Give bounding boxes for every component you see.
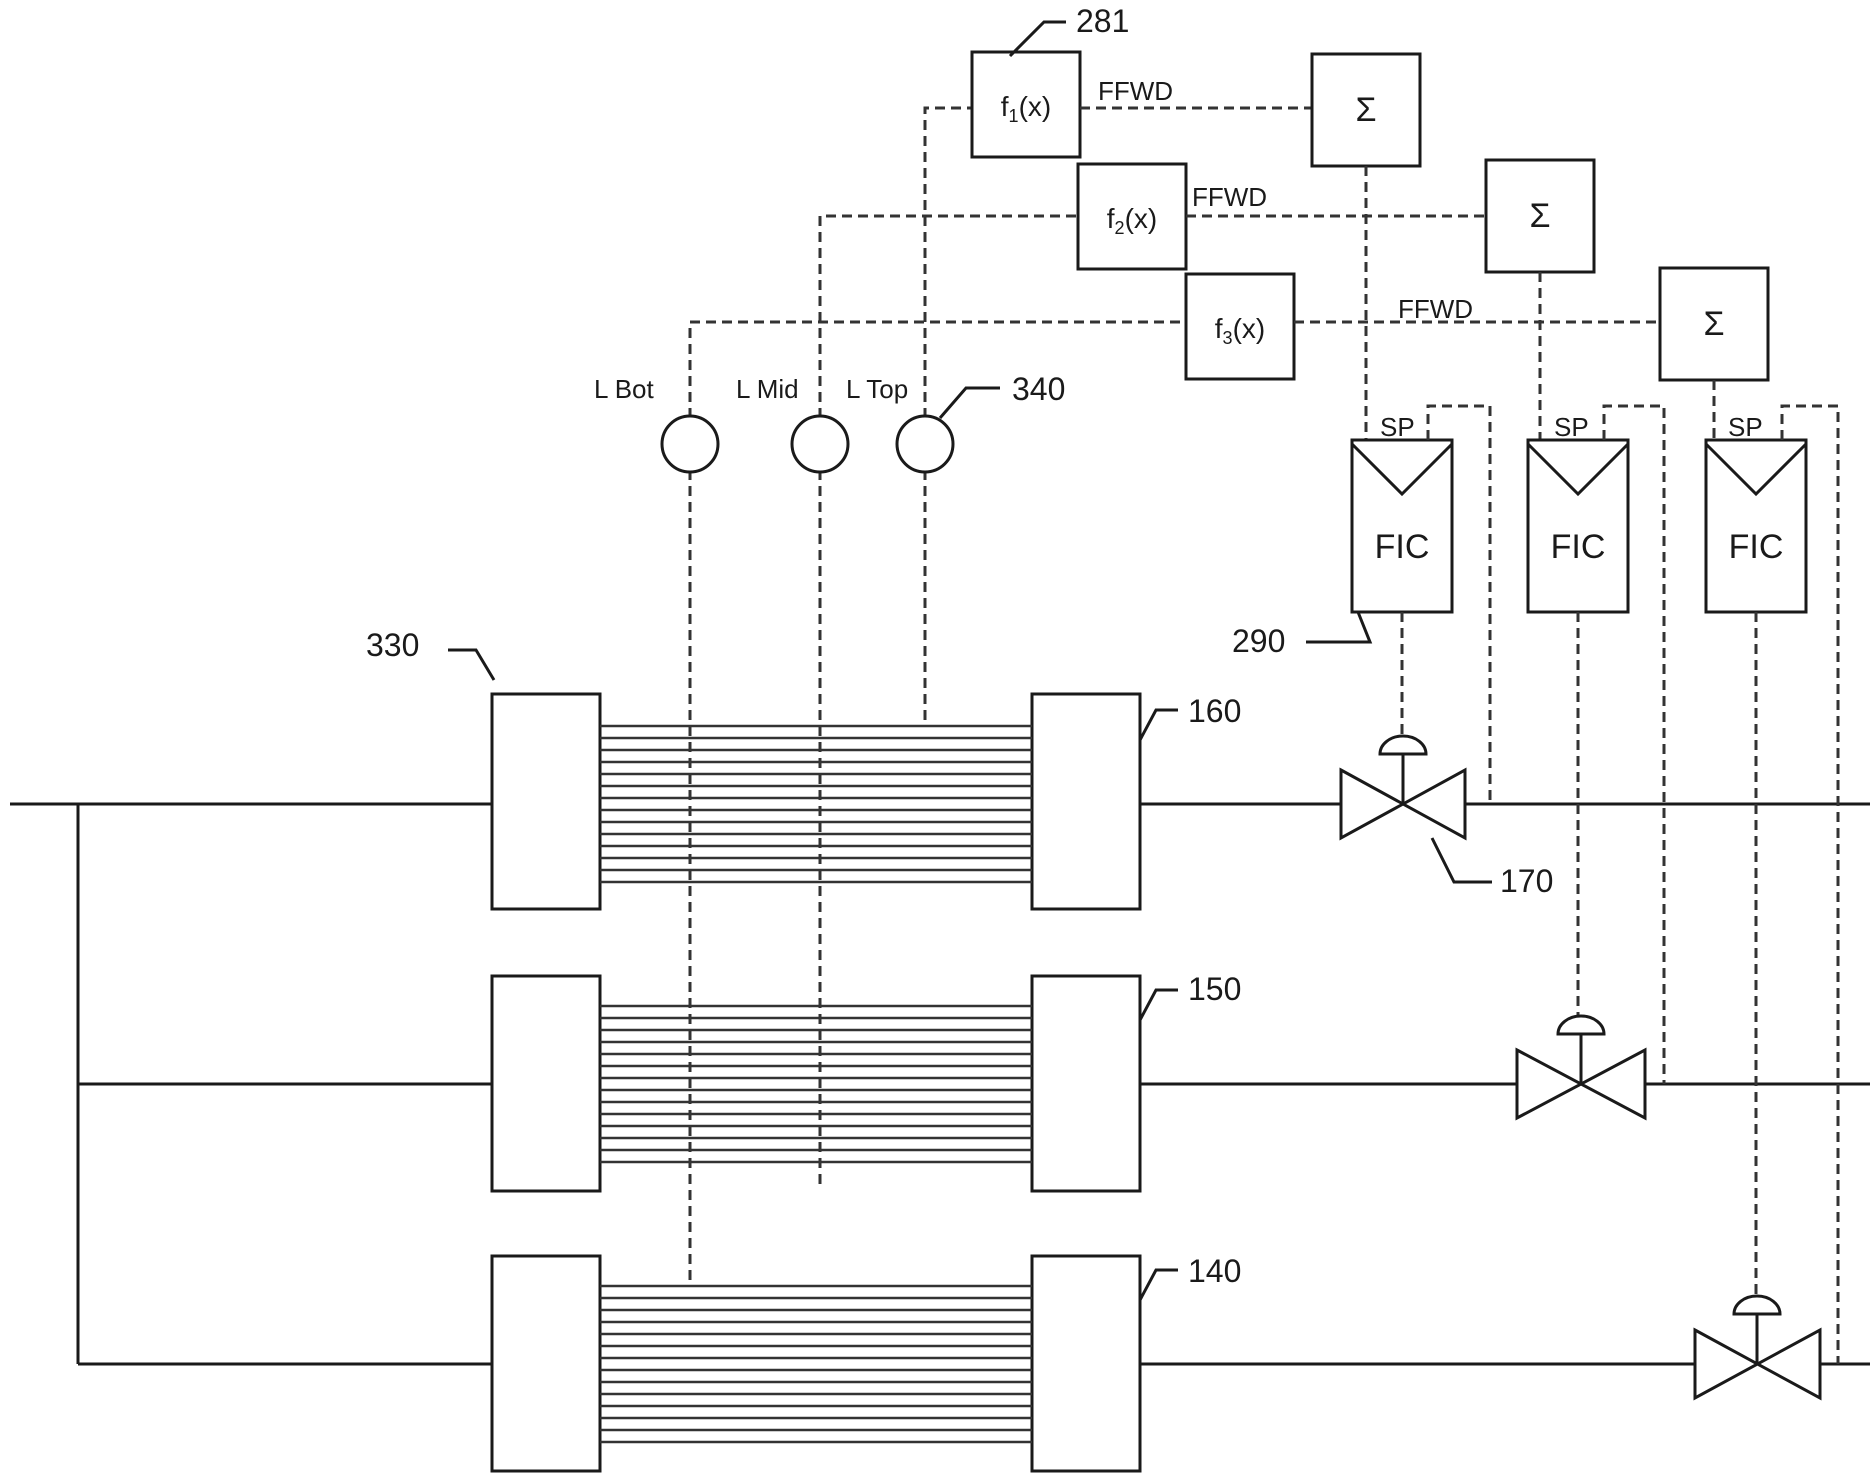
svg-text:Σ: Σ	[1529, 197, 1550, 235]
level-sensor-bot	[662, 416, 718, 472]
ref-160: 160	[1188, 693, 1241, 729]
ref-150: 150	[1188, 971, 1241, 1007]
ffwd-label-1: FFWD	[1098, 76, 1173, 106]
svg-text:Σ: Σ	[1355, 91, 1376, 129]
ref-170: 170	[1500, 863, 1553, 899]
control-valve-3	[1695, 1296, 1820, 1398]
heat-exchanger-140	[492, 1256, 1140, 1471]
sp-label-2: SP	[1554, 412, 1589, 442]
svg-text:Σ: Σ	[1703, 305, 1724, 343]
tube-bundle-150	[600, 1006, 1032, 1162]
f2-arg: (x)	[1125, 203, 1158, 234]
svg-text:FIC: FIC	[1551, 528, 1606, 566]
heat-exchanger-150	[492, 976, 1140, 1191]
svg-text:f3(x): f3(x)	[1215, 313, 1265, 348]
tube-bundle-160	[600, 726, 1032, 882]
control-valve-2	[1517, 1016, 1645, 1118]
svg-text:f2(x): f2(x)	[1107, 203, 1157, 238]
ffwd-label-2: FFWD	[1192, 182, 1267, 212]
f1-subscript: 1	[1009, 106, 1019, 126]
sp-label-3: SP	[1728, 412, 1763, 442]
tube-bundle-140	[600, 1286, 1032, 1442]
heat-exchanger-160	[492, 694, 1140, 909]
summation-block-1: Σ	[1312, 54, 1420, 166]
function-block-f1: f1(x)	[972, 52, 1080, 157]
fic-controller-1: FIC	[1352, 440, 1452, 612]
label-l-top: L Top	[846, 374, 908, 404]
svg-text:FIC: FIC	[1729, 528, 1784, 566]
svg-text:FIC: FIC	[1375, 528, 1430, 566]
function-block-f2: f2(x)	[1078, 164, 1186, 269]
fic-controller-3: FIC	[1706, 440, 1806, 612]
ref-290: 290	[1232, 623, 1285, 659]
f3-subscript: 3	[1223, 328, 1233, 348]
summation-block-3: Σ	[1660, 268, 1768, 380]
control-valve-170	[1341, 736, 1465, 838]
ffwd-label-3: FFWD	[1398, 294, 1473, 324]
svg-text:f1(x): f1(x)	[1001, 91, 1051, 126]
ref-330: 330	[366, 627, 419, 663]
controller-output-lines	[1402, 612, 1756, 1300]
label-l-mid: L Mid	[736, 374, 799, 404]
label-l-bot: L Bot	[594, 374, 655, 404]
summation-block-2: Σ	[1486, 160, 1594, 272]
ref-340: 340	[1012, 371, 1065, 407]
level-sensor-mid	[792, 416, 848, 472]
reference-leaders	[448, 22, 1492, 1300]
f2-subscript: 2	[1115, 218, 1125, 238]
level-sensor-top	[897, 416, 953, 472]
sp-label-1: SP	[1380, 412, 1415, 442]
ref-140: 140	[1188, 1253, 1241, 1289]
function-block-f3: f3(x)	[1186, 274, 1294, 379]
f3-arg: (x)	[1233, 313, 1266, 344]
f1-arg: (x)	[1019, 91, 1052, 122]
fic-controller-2: FIC	[1528, 440, 1628, 612]
ref-281: 281	[1076, 3, 1129, 39]
